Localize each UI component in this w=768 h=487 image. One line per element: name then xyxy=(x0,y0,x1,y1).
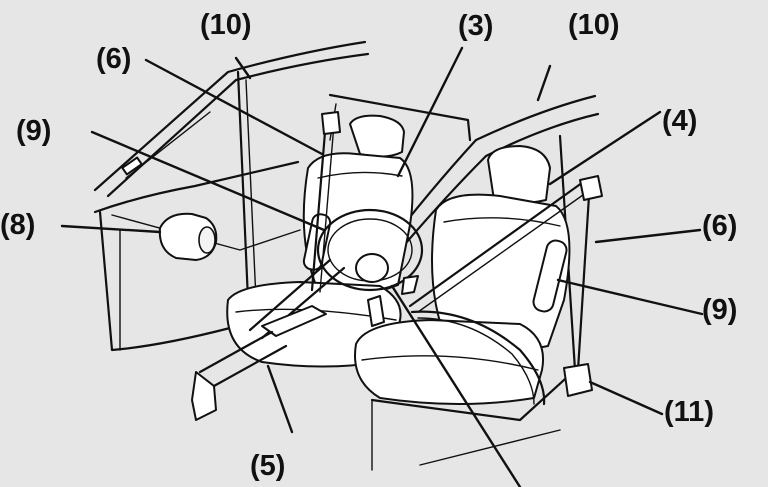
callout-passenger-airbag: (8) xyxy=(0,209,36,241)
callout-seat-belt-left: (6) xyxy=(96,43,132,75)
leader-lines xyxy=(60,46,704,487)
passenger-airbag-module xyxy=(158,212,218,261)
seat-belt-left xyxy=(310,111,385,327)
floor-wiring-harness xyxy=(191,305,327,421)
door-panel-left xyxy=(93,70,332,352)
callout-seat-belt-right: (6) xyxy=(702,210,738,242)
callout-passenger-seat: (4) xyxy=(662,105,698,137)
seat-belt-right xyxy=(408,175,603,406)
callout-buckle: (11) xyxy=(664,396,714,428)
roof-rail-left xyxy=(93,40,370,198)
callout-side-airbag-right: (9) xyxy=(702,294,738,326)
callout-harness: (5) xyxy=(250,450,286,482)
callout-roof-airbag-left: (10) xyxy=(200,9,252,41)
callout-side-airbag-left: (9) xyxy=(16,115,52,147)
callout-roof-airbag-right: (10) xyxy=(568,9,620,41)
callout-driver-airbag: (3) xyxy=(458,10,494,42)
passenger-seat xyxy=(354,145,571,405)
